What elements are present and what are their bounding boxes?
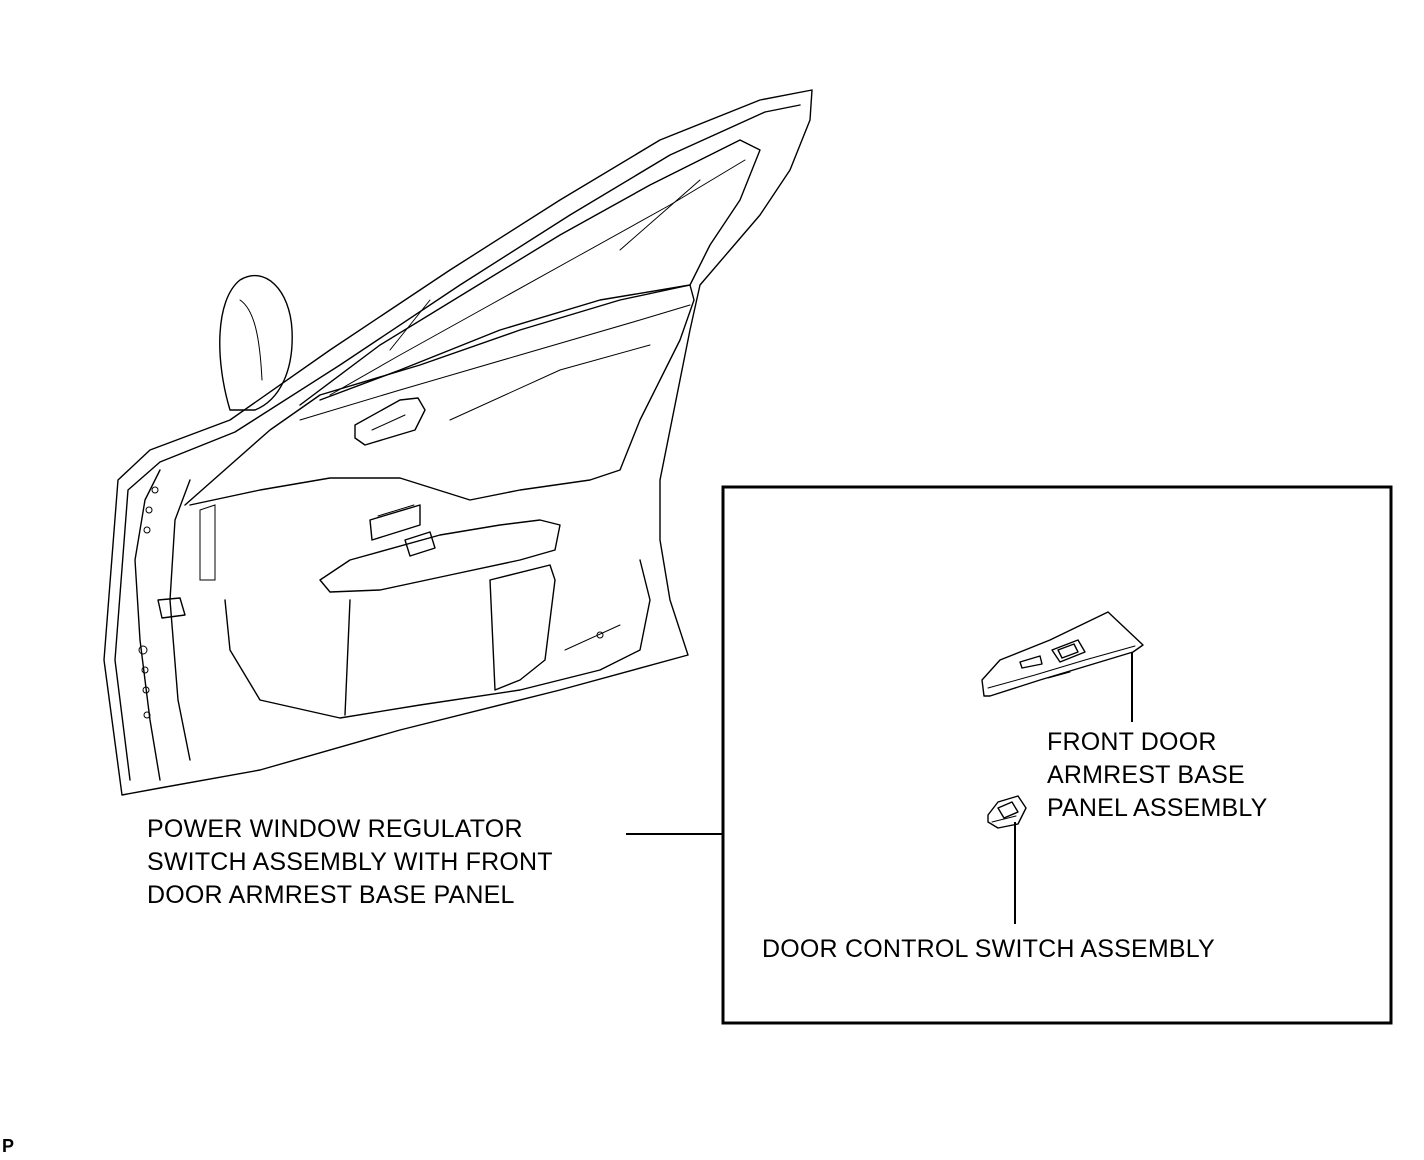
- power-window-switch-label: POWER WINDOW REGULATOR SWITCH ASSEMBLY W…: [147, 813, 553, 912]
- armrest-panel-label: FRONT DOOR ARMREST BASE PANEL ASSEMBLY: [1047, 726, 1268, 825]
- figure-code: P: [2, 1136, 15, 1156]
- armrest-panel-label-line3: PANEL ASSEMBLY: [1047, 794, 1268, 822]
- control-switch-illustration: [987, 795, 1027, 829]
- armrest-panel-illustration: [981, 611, 1144, 697]
- power-window-switch-label-line2: SWITCH ASSEMBLY WITH FRONT: [147, 848, 553, 876]
- armrest-panel-label-line2: ARMREST BASE: [1047, 761, 1245, 789]
- detail-box: [721, 485, 1393, 1025]
- armrest-panel-label-line1: FRONT DOOR: [1047, 728, 1217, 756]
- power-window-switch-label-line1: POWER WINDOW REGULATOR: [147, 815, 523, 843]
- door-illustration: [103, 89, 813, 796]
- power-window-switch-label-line3: DOOR ARMREST BASE PANEL: [147, 881, 515, 909]
- door-control-switch-label: DOOR CONTROL SWITCH ASSEMBLY: [762, 935, 1215, 963]
